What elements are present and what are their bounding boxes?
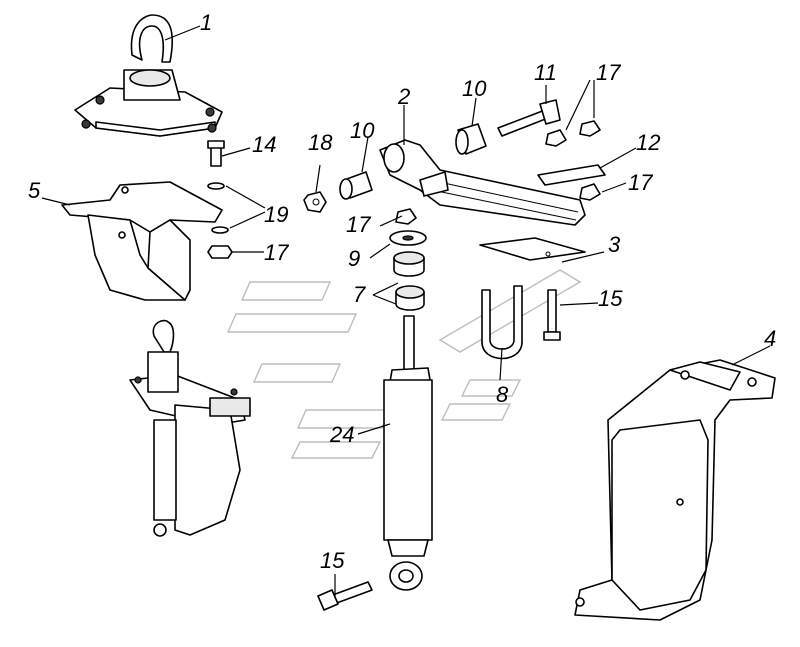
part-10-bushing-right [455, 123, 487, 155]
part-7-rubber-bushings [393, 251, 425, 311]
callout-17-center: 17 [346, 212, 371, 237]
callout-labels: 1 2 3 4 5 7 8 9 10 10 11 12 14 15 15 17 … [28, 10, 776, 573]
callout-17-left: 17 [264, 240, 289, 265]
part-15-bolt-bottom [317, 581, 373, 611]
callout-17-top: 17 [596, 60, 621, 85]
part-17-nuts-top [545, 120, 601, 147]
assembled-suspension-view [129, 319, 251, 537]
part-3-pad [479, 237, 586, 261]
part-9-washer [389, 230, 427, 246]
part-1-towing-eye-bracket [74, 14, 223, 137]
part-17-nut-center [395, 208, 417, 225]
part-24-shock-absorber [383, 315, 433, 591]
part-12-plate [537, 164, 606, 186]
callout-5: 5 [28, 178, 41, 203]
callout-12: 12 [636, 130, 660, 155]
callout-14: 14 [252, 132, 276, 157]
callout-9: 9 [348, 246, 360, 271]
callout-4: 4 [764, 326, 776, 351]
leader-lines [41, 25, 771, 596]
callout-18: 18 [308, 130, 333, 155]
part-4-large-bracket [574, 359, 776, 621]
part-17-nut-left [207, 245, 233, 259]
callout-8: 8 [496, 382, 509, 407]
callout-19: 19 [264, 202, 288, 227]
part-17-nut-right [579, 183, 601, 201]
callout-1: 1 [200, 10, 212, 35]
part-11-bolt [497, 99, 561, 137]
callout-24: 24 [329, 422, 354, 447]
part-5-mounting-bracket [61, 181, 223, 301]
part-18-nut [303, 191, 327, 213]
part-14-bolt [207, 140, 225, 167]
callout-7: 7 [353, 282, 366, 307]
callout-3: 3 [608, 232, 621, 257]
part-2-leaf-spring [379, 139, 586, 226]
part-15-bolt-right [543, 289, 561, 341]
callout-2: 2 [397, 84, 410, 109]
callout-15-right: 15 [598, 286, 623, 311]
callout-15-bottom: 15 [320, 548, 345, 573]
part-19-washers [207, 182, 229, 234]
callout-11: 11 [534, 60, 557, 85]
callout-10-left: 10 [350, 118, 375, 143]
part-10-bushing-left [339, 171, 373, 200]
callout-17-right: 17 [628, 170, 653, 195]
part-8-u-bolt [481, 285, 523, 360]
callout-10-right: 10 [462, 76, 487, 101]
